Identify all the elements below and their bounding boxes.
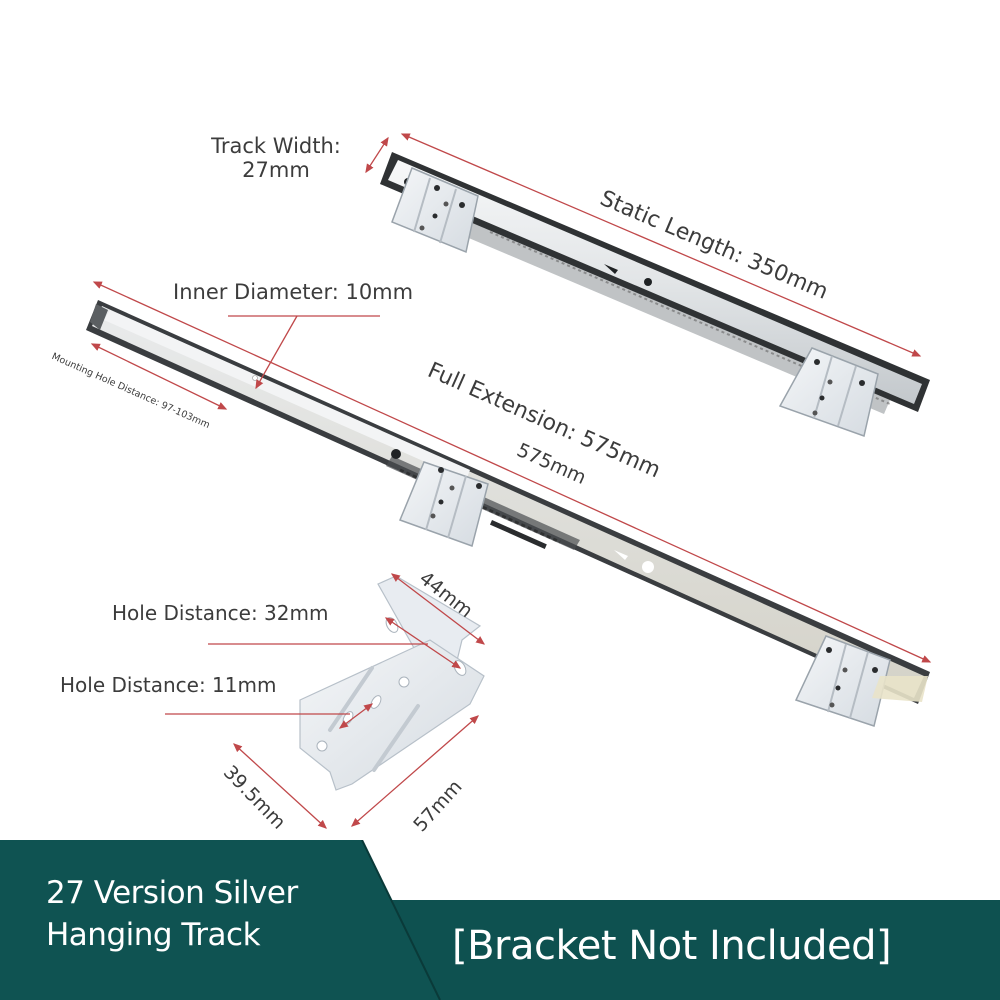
track-width-label: Track Width: 27mm [204, 134, 348, 182]
bracket-note: [Bracket Not Included] [452, 923, 892, 969]
track-width-title: Track Width: [211, 134, 341, 158]
dimension-lines [90, 133, 932, 829]
note-banner [392, 900, 1000, 1000]
inner-diameter-label: Inner Diameter: 10mm [173, 280, 414, 304]
track-width-value: 27mm [242, 158, 310, 183]
hole-distance-11-label: Hole Distance: 11mm [60, 673, 277, 697]
product-title-line2: Hanging Track [46, 917, 261, 953]
product-title-line1: 27 Version Silver [46, 875, 298, 911]
product-title: 27 Version Silver Hanging Track [46, 872, 298, 956]
hole-distance-32-label: Hole Distance: 32mm [112, 601, 329, 625]
